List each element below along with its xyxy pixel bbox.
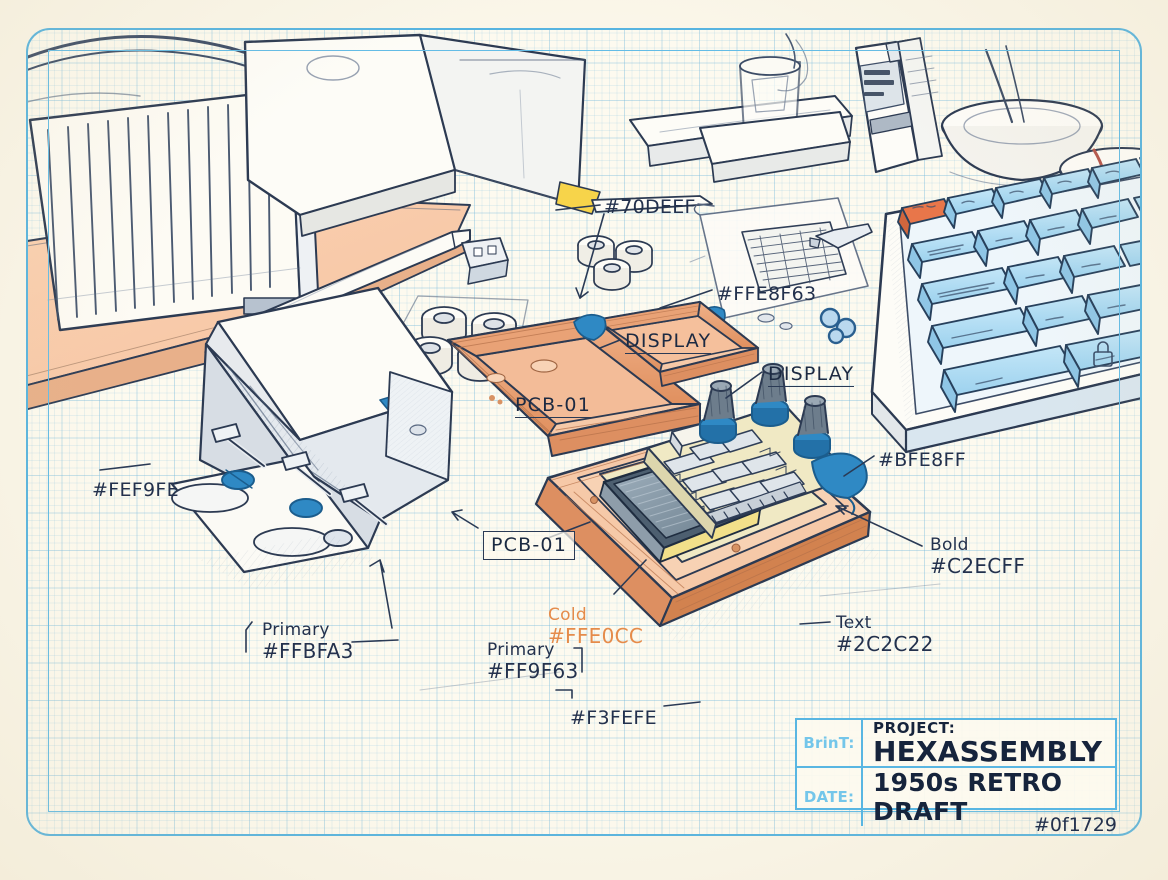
primary-left-code: #FFBFA3 [262, 639, 354, 664]
primary-left-title: Primary [262, 620, 330, 640]
title-block-footer-code: #0f1729 [1033, 814, 1117, 836]
annotation-primary-left: Primary #FFBFA3 [262, 620, 354, 664]
callout-display-board: DISPLAY [768, 363, 855, 388]
annotation-primary-center: Primary #FF9F63 [487, 640, 579, 684]
callout-display-tray: DISPLAY [625, 330, 712, 355]
cold-swatch-code: #FFE0CC [548, 624, 644, 649]
title-block: BrinT: PROJECT: HEXASSEMBLY DATE: 1950s … [795, 718, 1117, 826]
callout-pcb-tray: PCB-01 [515, 394, 591, 419]
annotation-swatch-fef9fe: #FEF9FE [92, 479, 179, 501]
title-block-date-row: DATE: 1950s RETRO DRAFT [797, 767, 1115, 826]
annotation-swatch-f3fefe: #F3FEFE [570, 707, 657, 729]
text-swatch-code: #2C2C22 [836, 632, 934, 657]
bold-swatch-code: #C2ECFF [930, 554, 1026, 579]
annotation-bold-swatch: Bold #C2ECFF [930, 535, 1025, 579]
title-block-date-value: 1950s RETRO DRAFT [863, 768, 1115, 826]
text-swatch-title: Text [836, 613, 872, 633]
bold-swatch-title: Bold [930, 535, 969, 555]
annotation-cold-swatch: Cold #FFE0CC [548, 605, 643, 649]
cold-swatch-title: Cold [548, 605, 587, 625]
annotation-text-swatch: Text #2C2C22 [836, 613, 934, 657]
date-value: 1950s RETRO DRAFT [873, 767, 1063, 826]
annotation-swatch-ffe8f63: #FFE8F63 [717, 283, 817, 305]
title-block-brand-key: BrinT: [797, 720, 863, 766]
project-name: HEXASSEMBLY [873, 734, 1103, 768]
primary-center-title: Primary [487, 640, 555, 660]
project-key-label: PROJECT: [873, 719, 956, 737]
title-block-project-value: PROJECT: HEXASSEMBLY [863, 720, 1115, 766]
callout-pcb-boxed: PCB-01 [483, 531, 575, 561]
annotation-swatch-70deef: #70DEEF [604, 196, 696, 218]
title-block-date-key: DATE: [797, 767, 863, 826]
primary-center-code: #FF9F63 [487, 659, 579, 684]
annotation-swatch-bfe8ff: #BFE8FF [878, 449, 966, 471]
title-block-project-row: BrinT: PROJECT: HEXASSEMBLY [797, 720, 1115, 768]
